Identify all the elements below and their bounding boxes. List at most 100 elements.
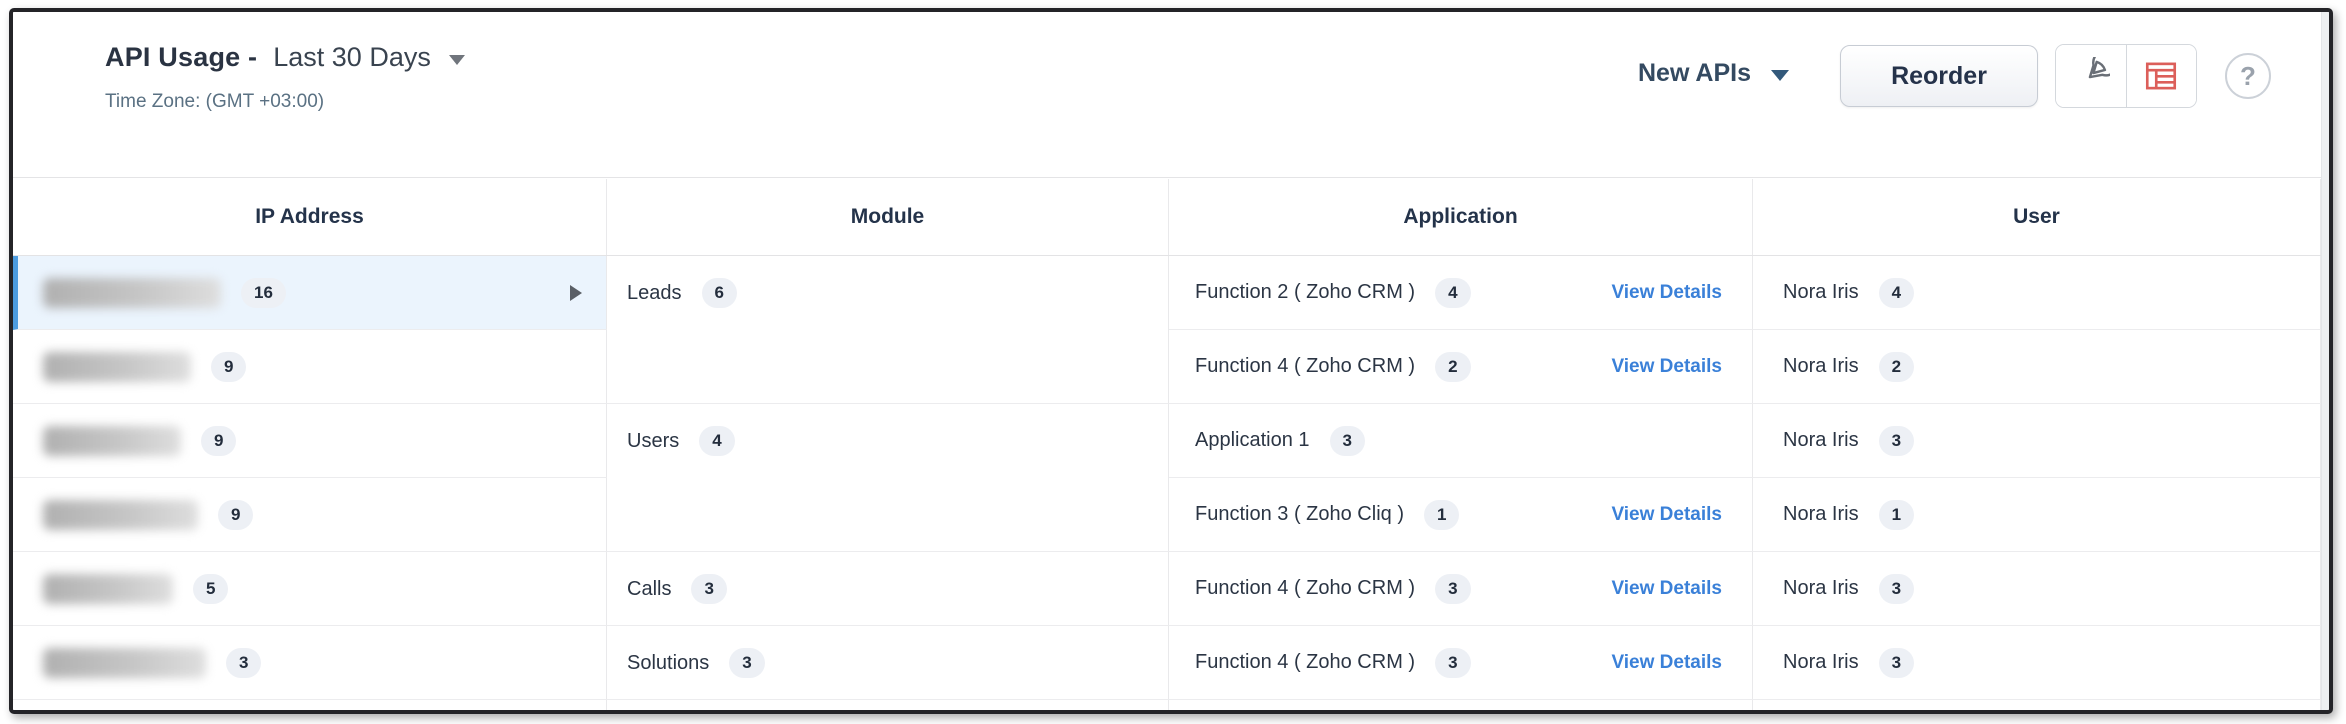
table-icon: [2142, 57, 2180, 95]
ip-redacted-blur: [43, 573, 173, 604]
application-label: Application 1: [1195, 429, 1310, 451]
user-cell: Nora Iris 3: [1753, 552, 2321, 626]
count-badge: 9: [211, 351, 247, 382]
ip-redacted-blur: [43, 277, 221, 308]
column-header-application: Application: [1169, 179, 1753, 255]
view-toggle: [2055, 44, 2197, 108]
module-label: Leads: [627, 281, 682, 304]
table-header: IP Address Module Application User: [13, 179, 2321, 256]
count-badge: 3: [1878, 573, 1915, 604]
view-details-link[interactable]: View Details: [1611, 355, 1722, 377]
count-badge: 6: [701, 278, 737, 308]
chart-view-button[interactable]: [2056, 45, 2127, 107]
ip-address-row[interactable]: 9: [13, 404, 607, 478]
ip-address-row[interactable]: 5: [13, 552, 607, 626]
count-badge: 4: [1435, 277, 1471, 308]
count-badge: 3: [1878, 647, 1915, 678]
table-view-button[interactable]: [2126, 45, 2196, 107]
application-label: Function 2 ( Zoho CRM ): [1195, 281, 1416, 303]
ip-redacted-blur: [43, 425, 181, 456]
count-badge: 3: [729, 648, 765, 678]
ip-address-row[interactable]: 9: [13, 478, 607, 552]
count-badge: 3: [1329, 425, 1365, 456]
count-badge: 3: [1435, 647, 1471, 678]
count-badge: 3: [691, 574, 727, 604]
column-header-user: User: [1753, 179, 2321, 255]
date-range-dropdown[interactable]: Last 30 Days: [273, 42, 465, 73]
count-badge: 1: [1878, 499, 1915, 530]
count-badge: 1: [1423, 499, 1460, 530]
help-button[interactable]: ?: [2225, 53, 2271, 99]
count-badge: 3: [1435, 573, 1471, 604]
timezone-label: Time Zone: (GMT +03:00): [105, 91, 325, 112]
new-apis-dropdown[interactable]: New APIs: [1638, 59, 1790, 88]
ip-redacted-blur: [43, 499, 198, 530]
module-label: Calls: [627, 577, 672, 600]
api-usage-panel: API Usage - Last 30 Days Time Zone: (GMT…: [9, 8, 2333, 714]
user-name: Nora Iris: [1783, 281, 1859, 303]
user-name: Nora Iris: [1783, 503, 1859, 525]
ip-redacted-blur: [43, 351, 191, 382]
user-name: Nora Iris: [1783, 429, 1859, 451]
module-cell: Calls 3: [607, 552, 1169, 626]
count-badge: 4: [1878, 277, 1915, 308]
module-label: Solutions: [627, 651, 710, 674]
application-label: Function 4 ( Zoho CRM ): [1195, 355, 1416, 377]
vertical-scrollbar[interactable]: [2321, 12, 2329, 710]
module-inner: Calls 3: [607, 552, 727, 626]
table-filler-cell: [1753, 700, 2321, 710]
user-name: Nora Iris: [1783, 651, 1859, 673]
application-label: Function 4 ( Zoho CRM ): [1195, 577, 1416, 599]
view-details-link[interactable]: View Details: [1611, 503, 1722, 525]
view-details-link[interactable]: View Details: [1611, 651, 1722, 673]
application-cell: Function 4 ( Zoho CRM ) 2 View Details: [1169, 330, 1753, 404]
module-cell: Solutions 3: [607, 626, 1169, 700]
module-inner: Leads 6: [607, 256, 737, 330]
count-badge: 2: [1878, 351, 1915, 382]
count-badge: 9: [218, 499, 254, 530]
expand-arrow-icon: [570, 284, 582, 301]
user-cell: Nora Iris 1: [1753, 478, 2321, 552]
application-cell: Function 2 ( Zoho CRM ) 4 View Details: [1169, 256, 1753, 330]
application-label: Function 4 ( Zoho CRM ): [1195, 651, 1416, 673]
column-header-module: Module: [607, 179, 1169, 255]
title-block: API Usage - Last 30 Days Time Zone: (GMT…: [105, 42, 465, 113]
date-range-label: Last 30 Days: [273, 42, 431, 72]
table-filler-cell: [1169, 700, 1753, 710]
application-cell: Application 1 3: [1169, 404, 1753, 478]
ip-address-row[interactable]: 16: [13, 256, 607, 330]
user-cell: Nora Iris 4: [1753, 256, 2321, 330]
chevron-down-icon: [448, 54, 465, 65]
ip-address-row[interactable]: 3: [13, 626, 607, 700]
application-cell: Function 4 ( Zoho CRM ) 3 View Details: [1169, 552, 1753, 626]
question-icon: ?: [2240, 60, 2256, 91]
pie-chart-icon: [2072, 57, 2110, 95]
application-label: Function 3 ( Zoho Cliq ): [1195, 503, 1404, 525]
module-inner: Solutions 3: [607, 626, 765, 700]
page-title: API Usage -: [105, 42, 258, 72]
module-label: Users: [627, 429, 680, 452]
count-badge: 5: [193, 573, 229, 604]
count-badge: 3: [226, 647, 262, 678]
table-filler-cell: [607, 700, 1169, 710]
view-details-link[interactable]: View Details: [1611, 577, 1722, 599]
table-filler-cell: [13, 700, 607, 710]
user-cell: Nora Iris 3: [1753, 404, 2321, 478]
application-cell: Function 3 ( Zoho Cliq ) 1 View Details: [1169, 478, 1753, 552]
count-badge: 3: [1878, 425, 1915, 456]
count-badge: 9: [201, 425, 237, 456]
user-name: Nora Iris: [1783, 355, 1859, 377]
user-cell: Nora Iris 2: [1753, 330, 2321, 404]
view-details-link[interactable]: View Details: [1611, 281, 1722, 303]
user-name: Nora Iris: [1783, 577, 1859, 599]
ip-redacted-blur: [43, 647, 206, 678]
chevron-down-icon: [1771, 69, 1790, 81]
ip-address-row[interactable]: 9: [13, 330, 607, 404]
count-badge: 16: [241, 277, 286, 308]
reorder-button[interactable]: Reorder: [1840, 45, 2038, 107]
header-bar: API Usage - Last 30 Days Time Zone: (GMT…: [13, 12, 2329, 178]
count-badge: 2: [1435, 351, 1471, 382]
